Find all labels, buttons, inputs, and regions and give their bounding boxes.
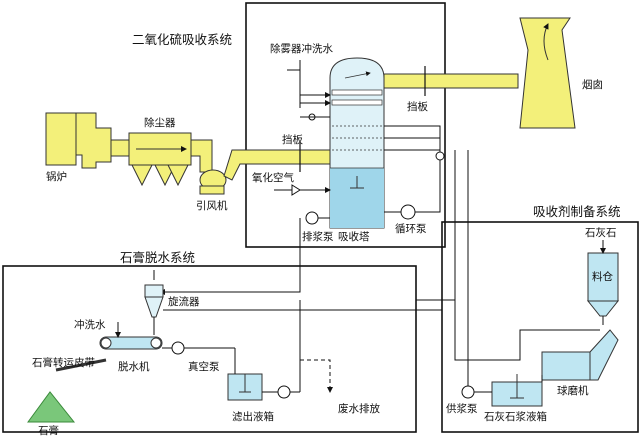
label-dust-collector: 除尘器 (144, 116, 176, 129)
absorber-tower (329, 57, 385, 229)
slurry-pump (305, 211, 319, 225)
flue-duct-2 (190, 139, 213, 173)
absorbent-system-box (441, 221, 639, 433)
gypsum-pile (27, 391, 76, 423)
slurry-to-cyclone (159, 218, 301, 295)
circulation-loop (384, 125, 441, 213)
label-waste-water: 废水排放 (338, 402, 380, 415)
oxidation-fan (291, 184, 301, 196)
waste-water-line (300, 359, 333, 393)
label-demister-wash: 除雾器冲洗水 (270, 42, 333, 55)
induced-fan (199, 169, 227, 195)
so2-system-title: 二氧化硫吸收系统 (132, 32, 232, 47)
label-vacuum-pump: 真空泵 (188, 360, 220, 373)
limestone-silo (586, 252, 620, 317)
gypsum-system-title: 石膏脱水系统 (120, 250, 195, 265)
circulation-pump (400, 204, 416, 220)
label-gypsum-belt: 石膏转运皮带 (32, 356, 95, 369)
chimney (519, 17, 576, 129)
label-limestone: 石灰石 (585, 226, 617, 239)
label-absorber: 吸收塔 (338, 230, 370, 243)
filtrate-pump (277, 385, 291, 399)
label-oxidation-air: 氧化空气 (252, 171, 294, 184)
gypsum-system-box (2, 265, 417, 433)
gypsum-conveyor (55, 358, 107, 372)
label-slurry-tank: 石灰石浆液箱 (484, 410, 547, 423)
so2-system-box (245, 2, 446, 248)
cyclone (144, 284, 164, 318)
label-boiler: 锅炉 (46, 171, 67, 183)
label-slurry-pump: 排浆泵 (302, 230, 334, 243)
label-cyclone: 旋流器 (168, 295, 200, 308)
dust-collector (128, 132, 192, 187)
limestone-slurry-tank (491, 374, 543, 407)
label-ball-mill: 球磨机 (557, 384, 589, 397)
label-induced-fan: 引风机 (196, 199, 228, 212)
vacuum-pump (171, 341, 185, 355)
boiler (45, 112, 112, 169)
control-valve (435, 151, 445, 161)
label-supply-pump: 供浆泵 (446, 402, 478, 415)
label-gypsum: 石膏 (38, 424, 59, 437)
filtrate-tank (227, 373, 263, 401)
label-wash-water: 冲洗水 (74, 318, 106, 331)
flue-duct-1 (110, 139, 130, 157)
label-damper-left: 挡板 (282, 133, 303, 146)
label-silo: 料仓 (592, 270, 613, 283)
label-circulation-pump: 循环泵 (395, 222, 427, 235)
dewatering-belt (99, 336, 163, 350)
label-dewatering: 脱水机 (118, 360, 150, 373)
flue-duct-outlet (383, 73, 519, 89)
label-chimney: 烟囱 (582, 78, 603, 91)
ball-mill (541, 329, 619, 381)
absorbent-system-title: 吸收剂制备系统 (533, 204, 621, 219)
supply-pump (461, 385, 475, 399)
label-damper-right: 挡板 (407, 100, 428, 113)
label-filtrate-tank: 滤出液箱 (232, 410, 274, 423)
